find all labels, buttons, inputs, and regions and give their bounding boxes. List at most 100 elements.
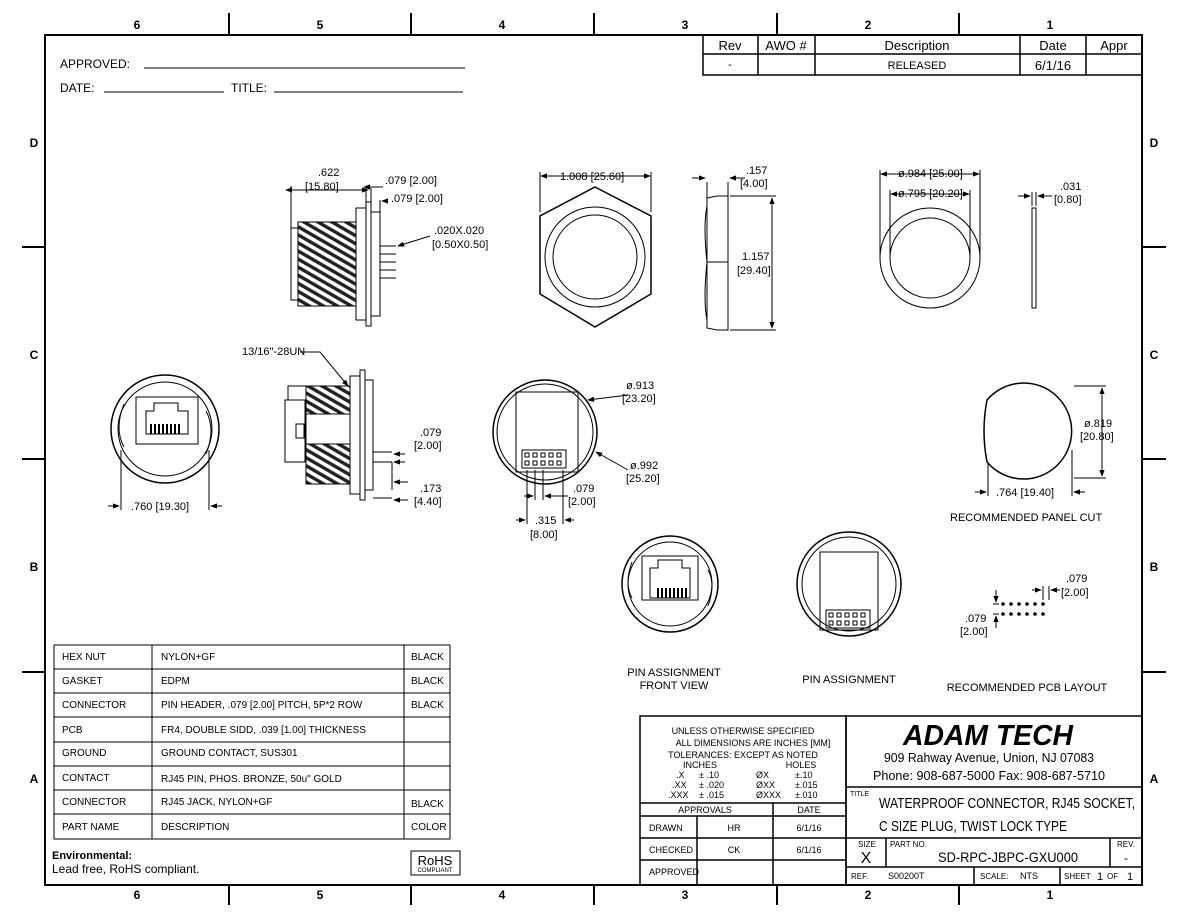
tol-hxxx: ØXXX [756, 790, 781, 800]
dim-173: .173 [420, 483, 441, 495]
bom-row: CONNECTOR PIN HEADER, .079 [2.00] PITCH,… [62, 700, 444, 711]
zone-row-b: B [30, 560, 39, 574]
pin-assignment-front-label-1: PIN ASSIGNMENT [627, 667, 721, 679]
zone-row-c: C [30, 348, 39, 362]
side-view-top [285, 184, 431, 327]
size-label: SIZE [858, 840, 876, 849]
bom-desc-cell: PIN HEADER, .079 [2.00] PITCH, 5P*2 ROW [161, 700, 363, 711]
zone-col-3-bottom: 3 [682, 888, 689, 902]
dim-173-mm: [4.40] [414, 496, 442, 508]
approvals-date-header: DATE [797, 805, 820, 815]
zone-col-5-bottom: 5 [317, 888, 324, 902]
size-value: X [861, 850, 872, 867]
bom-part-cell: CONNECTOR [62, 797, 126, 808]
of-label: OF [1107, 872, 1118, 881]
dim-pcb-079-a-mm: [2.00] [1061, 587, 1089, 599]
dim-side-079-mm: [2.00] [414, 440, 442, 452]
bom-header-row: PART NAME DESCRIPTION COLOR [62, 822, 447, 833]
hex-nut-bore [544, 206, 646, 308]
date-label: DATE: [60, 81, 94, 95]
bom-desc-cell: DESCRIPTION [161, 822, 229, 833]
tolerance-block: UNLESS OTHERWISE SPECIFIED ALL DIMENSION… [639, 715, 847, 886]
dim-079-b: .079 [2.00] [391, 193, 443, 205]
tolerance-line-2: ALL DIMENSIONS ARE INCHES [MM] [676, 738, 831, 748]
panel-cut-dims: ø.819 [20.80] .764 [19.40] RECOMMENDED P… [950, 418, 1114, 524]
bom-desc-cell: EDPM [161, 676, 190, 687]
tolerance-holes: HOLES [786, 760, 817, 770]
bom-part-cell: PCB [62, 725, 83, 736]
bom-part-cell: GASKET [62, 676, 103, 687]
bom-row: PCB FR4, DOUBLE SIDD, .039 [1.00] THICKN… [62, 725, 366, 736]
dim-622-mm: [15.80] [305, 181, 339, 193]
zone-row-a: A [30, 772, 39, 786]
dim-rear-079-mm: [2.00] [568, 496, 596, 508]
tol-hx-val: ±.10 [795, 770, 812, 780]
approved-label: APPROVED: [60, 57, 130, 71]
scale-value: NTS [1020, 871, 1038, 881]
side-view-top-dims: .622 [15.80] .079 [2.00] .079 [2.00] .02… [305, 167, 488, 251]
side-view-bottom-dims: 13/16"-28UN .079 [2.00] .173 [4.40] [242, 346, 442, 508]
zone-col-4: 4 [499, 18, 506, 32]
gasket-dims: ø.984 [25.00] ø.795 [20.20] .031 [0.80] [898, 168, 1082, 206]
tol-xxx: .XXX [668, 790, 689, 800]
rev-label: REV. [1117, 840, 1135, 849]
approvals-header: APPROVALS [678, 805, 732, 815]
drawn-date: 6/1/16 [796, 823, 821, 833]
rohs-text: RoHS [418, 853, 453, 868]
bom-part-cell: CONNECTOR [62, 700, 126, 711]
rear-view [492, 379, 629, 524]
drawing-title-line-1: WATERPROOF CONNECTOR, RJ45 SOCKET, [879, 795, 1135, 812]
drawn-role: DRAWN [649, 823, 683, 833]
bom-color-cell: BLACK [411, 676, 444, 687]
tol-x-val: ± .10 [699, 770, 719, 780]
gasket-view [879, 170, 1052, 309]
gasket-inner [889, 217, 971, 299]
drawn-name: HR [728, 823, 741, 833]
dim-795: ø.795 [20.20] [898, 188, 963, 200]
dim-pcb-079-a: .079 [1066, 573, 1087, 585]
rj45-contacts [150, 424, 180, 434]
bom-table: HEX NUT NYLON+GF BLACK GASKET EDPM BLACK… [53, 644, 451, 840]
bom-color-cell: BLACK [411, 799, 444, 810]
tol-x: .X [676, 770, 685, 780]
tol-xx-val: ± .020 [699, 780, 724, 790]
panel-cut-outline [983, 382, 1073, 480]
company-logo: ADAM TECH [902, 720, 1074, 752]
checked-date: 6/1/16 [796, 845, 821, 855]
dim-pin-size: .020X.020 [434, 225, 484, 237]
bom-row: GASKET EDPM BLACK [62, 676, 444, 687]
dim-031: .031 [1060, 181, 1081, 193]
front-view-dims: .760 [19.30] [131, 501, 189, 513]
bom-part-cell: GROUND [62, 748, 106, 759]
dim-1008: 1.008 [25.60] [560, 171, 624, 183]
bom-row: CONTACT RJ45 PIN, PHOS. BRONZE, 50u" GOL… [62, 773, 342, 785]
zone-col-2: 2 [865, 18, 872, 32]
approval-fields: APPROVED: DATE: TITLE: [60, 57, 465, 95]
title-block: ADAM TECH 909 Rahway Avenue, Union, NJ 0… [845, 715, 1143, 886]
tol-xxx-val: ± .015 [699, 790, 724, 800]
partno-label: PART NO. [890, 840, 927, 849]
tol-xx: .XX [672, 780, 687, 790]
dim-315-mm: [8.00] [530, 529, 558, 541]
zone-col-3: 3 [682, 18, 689, 32]
zone-row-d-right: D [1150, 136, 1159, 150]
rear-pin-header [521, 449, 567, 469]
pin-assignment-label: PIN ASSIGNMENT [802, 674, 896, 686]
hex-nut-outline [539, 186, 652, 328]
tol-hxx: ØXX [756, 780, 775, 790]
dim-913-mm: [23.20] [622, 393, 656, 405]
dim-764: .764 [19.40] [996, 487, 1054, 499]
dim-1157: 1.157 [742, 251, 770, 263]
dim-031-mm: [0.80] [1054, 194, 1082, 206]
title-field-label: TITLE: [231, 81, 267, 95]
description-header: Description [884, 38, 949, 53]
bom-desc-cell: NYLON+GF [161, 652, 215, 663]
ref-label: REF. [851, 872, 868, 881]
zone-col-1: 1 [1047, 18, 1054, 32]
zone-col-6: 6 [134, 18, 141, 32]
appr-header: Appr [1100, 38, 1128, 53]
zone-row-d: D [30, 136, 39, 150]
bom-row: GROUND GROUND CONTACT, SUS301 [62, 748, 298, 759]
bom-desc-cell: FR4, DOUBLE SIDD, .039 [1.00] THICKNESS [161, 725, 366, 736]
